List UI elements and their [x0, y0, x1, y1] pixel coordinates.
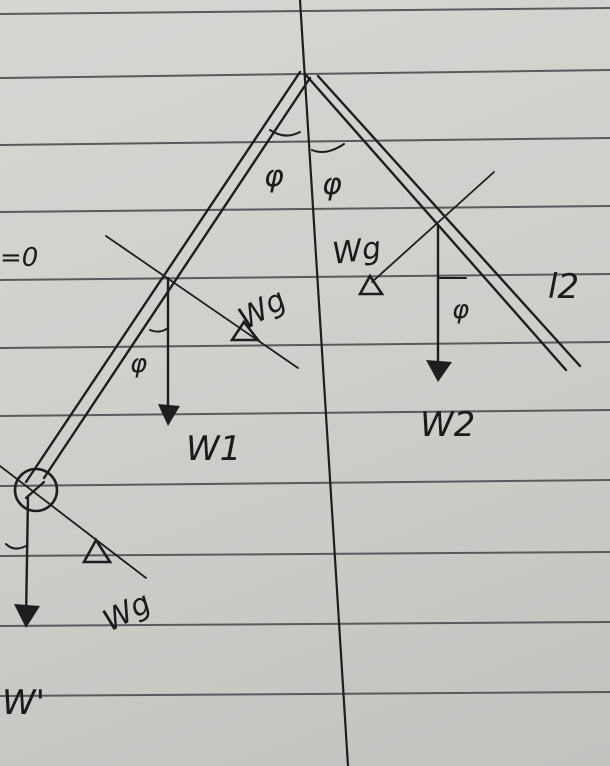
phi-label-top-right: φ	[322, 167, 342, 202]
ruled-lines	[0, 7, 610, 697]
rule-line	[0, 621, 610, 627]
w2-arrow-head	[426, 360, 452, 382]
w2-force	[357, 171, 495, 382]
rule-line	[0, 341, 610, 349]
pivot-joint	[13, 467, 59, 513]
angle-arc-top-left	[269, 129, 301, 137]
angle-arc-top-right	[311, 143, 345, 153]
w1-arrow-head	[158, 404, 180, 426]
vertical-axis-line	[298, 0, 350, 766]
angle-arc-bottom	[5, 543, 27, 550]
wg-label-right: Wg	[330, 230, 383, 271]
left-rod	[24, 70, 312, 484]
w-prime-arrow-shaft	[24, 494, 30, 622]
w1-force	[105, 235, 299, 426]
rule-line	[0, 409, 610, 417]
phi-label-left-weight: φ	[130, 349, 147, 379]
w-prime-force	[0, 465, 147, 628]
perpendicular-line-bottom	[0, 465, 147, 579]
perpendicular-line-left	[105, 235, 299, 369]
rule-line	[0, 479, 610, 487]
rule-line	[0, 273, 610, 281]
w1-label: W1	[186, 429, 241, 469]
wg-label-bottom: Wg	[97, 585, 156, 639]
phi-label-top-left: φ	[264, 159, 284, 194]
wg-left-triangle	[229, 319, 261, 342]
phi-label-right-weight: φ	[452, 295, 469, 325]
rule-line	[0, 205, 610, 213]
w-prime-arrow-head	[14, 604, 40, 628]
l2-label: l2	[548, 267, 579, 307]
perpendicular-line-right	[371, 171, 495, 283]
w2-label: W2	[420, 405, 475, 445]
w-prime-label: W'	[2, 683, 45, 723]
wg-bottom-triangle	[81, 537, 113, 564]
rule-line	[0, 7, 610, 15]
rule-line	[0, 551, 610, 557]
angle-arc-left-weight	[149, 327, 169, 333]
wg-right-triangle	[357, 273, 385, 296]
rule-line	[0, 691, 610, 697]
right-rod	[303, 72, 582, 372]
rule-line	[0, 137, 610, 146]
equals-zero-label: =0	[0, 243, 38, 273]
